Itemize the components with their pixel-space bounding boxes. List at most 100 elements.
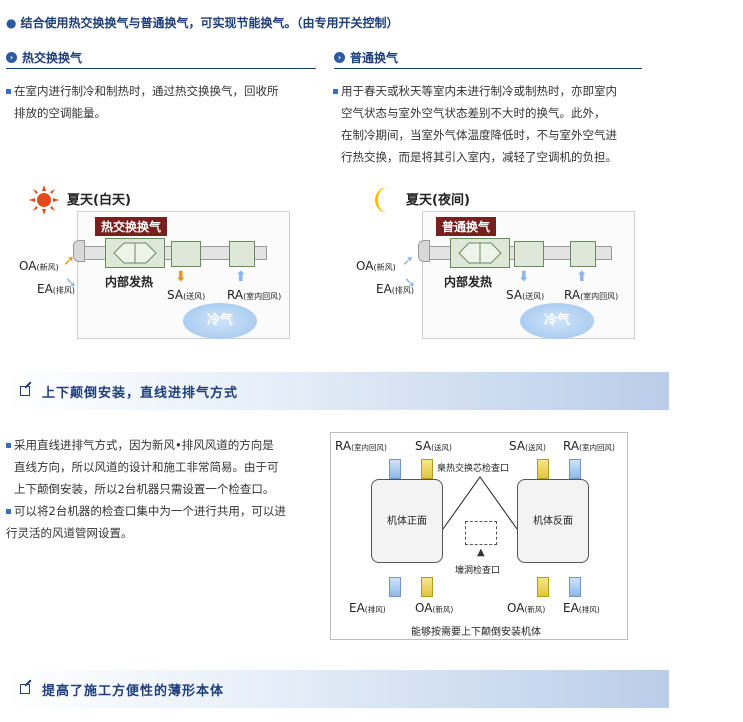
- connector-lines: [443, 476, 517, 530]
- moon-icon: [375, 187, 388, 213]
- para-text: 用于春天或秋天等室内未进行制冷或制热时，亦即室内: [341, 84, 617, 98]
- para-line: 可以将2台机器的检查口集中为一个进行共用，可以进: [6, 500, 316, 522]
- duct-pipe: [389, 577, 401, 597]
- duct-pipe: [421, 459, 433, 479]
- arrow-circle-icon: ›: [6, 52, 17, 63]
- sa-text: SA: [509, 439, 526, 453]
- sa-label-left: SA(送风): [415, 439, 452, 453]
- sa-label: SA(送风): [167, 288, 205, 302]
- arrow-in-icon: ➚: [402, 253, 414, 269]
- inner-heat-label: 内部发热: [105, 275, 154, 289]
- arrow-out-icon: ➘: [404, 275, 416, 291]
- heat-exchange-core: [105, 238, 165, 268]
- edit-icon: [20, 386, 30, 396]
- diagram-summer-night: 夏天(夜间) 普通换气 内部发热 冷气 ➚ ➘ ⬇ ⬆ OA(新风) EA(排风…: [354, 183, 659, 343]
- duct-pipe: [537, 577, 549, 597]
- ra-label-left: RA(室内回风): [335, 439, 387, 453]
- unit-label: 机体正面: [387, 516, 427, 527]
- unit-back: 机体反面: [517, 479, 589, 563]
- duct-pipe: [421, 577, 433, 597]
- para-line: 排放的空调能量。: [14, 106, 106, 120]
- sa-label: SA(送风): [506, 288, 544, 302]
- sa-sub: (送风): [525, 443, 546, 452]
- duct-pipe: [569, 577, 581, 597]
- oa-label-left: OA(新风): [415, 601, 453, 615]
- ra-label-right: RA(室内回风): [563, 439, 615, 453]
- para-line: 在制冷期间，当室外气体温度降低时，不与室外空气进: [341, 128, 617, 142]
- arrow-out-icon: ➘: [65, 275, 77, 291]
- season-label: 夏天(白天): [67, 193, 131, 208]
- ra-label: RA(室内回风): [564, 288, 618, 302]
- sa-text: SA: [167, 288, 184, 302]
- band-title: 上下颠倒安装，直线进排气方式: [42, 385, 239, 401]
- ea-text: EA: [376, 282, 392, 296]
- normal-vent-description: 用于春天或秋天等室内未进行制冷或制热时，亦即室内 空气状态与室外空气状态差别不大…: [333, 80, 643, 168]
- para-line: 空气状态与室外空气状态差别不大时的换气。此外，: [341, 106, 606, 120]
- section-heading-heat-exchange: › 热交换换气: [6, 47, 316, 69]
- vent-hood: [418, 240, 430, 262]
- oa-text: OA: [19, 259, 37, 273]
- cold-air-bubble: 冷气: [183, 303, 257, 339]
- duct-pipe: [569, 459, 581, 479]
- ea-sub: (排风): [391, 286, 415, 295]
- sa-label-right: SA(送风): [509, 439, 546, 453]
- unit-front: 机体正面: [371, 479, 443, 563]
- arrow-in-icon: ➚: [63, 253, 75, 269]
- arrow-up-icon: ⬆: [576, 269, 588, 285]
- ea-text: EA: [563, 601, 579, 615]
- para-text: 采用直线进排气方式，因为新风•排风风道的方向是: [14, 438, 274, 452]
- heat-exchange-description: 在室内进行制冷和制热时，通过热交换换气，回收所 排放的空调能量。: [6, 80, 316, 124]
- mode-label: 普通换气: [436, 217, 497, 236]
- duct-pipe: [389, 459, 401, 479]
- up-arrow-icon: ▲: [477, 547, 485, 558]
- inverted-install-description: 采用直线进排气方式，因为新风•排风风道的方向是 直线方向，所以风道的设计和施工非…: [6, 434, 316, 544]
- arrow-down-icon: ⬇: [518, 269, 530, 285]
- diagram-summer-day: 夏天(白天) 热交换换气 内部发热 冷气 ➚ ➘ ⬇ ⬆ OA(新风) EA(排…: [15, 183, 320, 343]
- ea-sub: (排风): [364, 605, 386, 614]
- arrow-up-icon: ⬆: [235, 269, 247, 285]
- square-bullet-icon: [333, 89, 338, 94]
- arrow-circle-icon: ›: [334, 52, 345, 63]
- square-bullet-icon: [6, 89, 11, 94]
- bullet-dot-icon: ●: [6, 16, 17, 30]
- heading-text: 热交换换气: [22, 51, 83, 65]
- ea-label-right: EA(排风): [563, 601, 600, 615]
- ea-label: EA(排风): [37, 282, 75, 296]
- para-line: 行灵活的风道管网设置。: [6, 526, 133, 540]
- arrow-down-icon: ⬇: [175, 269, 187, 285]
- para-line: 行热交换，而是将其引入室内，减轻了空调机的负担。: [341, 150, 617, 164]
- para-line: 采用直线进排气方式，因为新风•排风风道的方向是: [6, 434, 316, 456]
- ra-sub: (室内回风): [579, 443, 615, 452]
- sa-text: SA: [506, 288, 523, 302]
- oa-label: OA(新风): [19, 259, 59, 273]
- para-line: 用于春天或秋天等室内未进行制冷或制热时，亦即室内: [333, 80, 643, 102]
- para-line: 直线方向，所以风道的设计和施工非常简易。由于可: [14, 460, 279, 474]
- vent-hood: [73, 240, 85, 262]
- sa-sub: (送风): [522, 292, 545, 301]
- ra-text: RA: [335, 439, 352, 453]
- ra-label: RA(室内回风): [227, 288, 281, 302]
- para-text: 可以将2台机器的检查口集中为一个进行共用，可以进: [14, 504, 286, 518]
- sun-icon: [29, 185, 59, 215]
- oa-sub: (新风): [36, 263, 59, 272]
- inspection-port-box: [465, 521, 497, 545]
- section-heading-normal-vent: › 普通换气: [334, 47, 642, 69]
- duct-pipe: [537, 459, 549, 479]
- heading-text: 普通换气: [350, 51, 399, 65]
- inverted-install-diagram: RA(室内回风) SA(送风) SA(送风) RA(室内回风) 臬热交换芯检查口…: [330, 432, 628, 640]
- mode-label: 热交换换气: [95, 217, 168, 236]
- ea-text: EA: [349, 601, 365, 615]
- diagram-caption: 能够按需要上下颠倒安装机体: [411, 627, 541, 638]
- ra-text: RA: [227, 288, 244, 302]
- square-bullet-icon: [6, 509, 11, 514]
- cold-air-bubble: 冷气: [520, 303, 594, 339]
- core-diamond-icon: [458, 242, 502, 264]
- indoor-unit: [570, 241, 596, 267]
- ra-sub: (室内回风): [580, 292, 619, 301]
- ra-text: RA: [564, 288, 581, 302]
- page-title-text: 结合使用热交换换气与普通换气，可实现节能换气。（由专用开关控制）: [20, 16, 399, 30]
- section-band-thin-body: 提高了施工方便性的薄形本体: [6, 670, 669, 708]
- ea-label-left: EA(排风): [349, 601, 386, 615]
- ea-sub: (排风): [52, 286, 76, 295]
- core-diamond-icon: [113, 242, 157, 264]
